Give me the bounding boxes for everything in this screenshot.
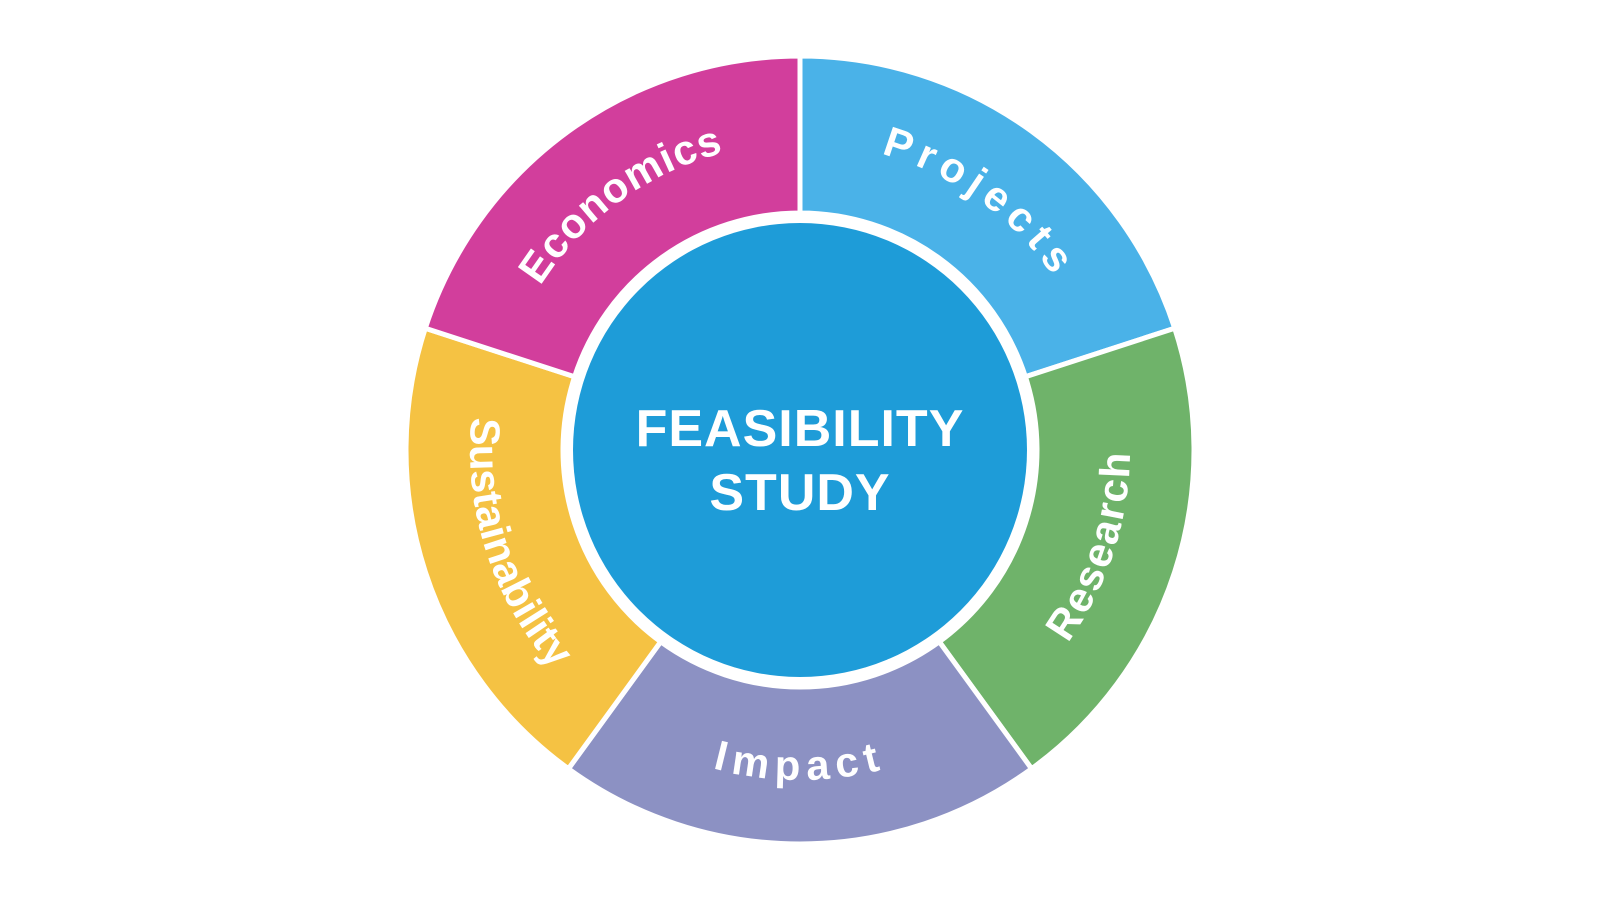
segment-projects — [797, 53, 1178, 380]
center-title-line2: STUDY — [709, 464, 890, 522]
segment-impact — [565, 639, 1035, 847]
segment-sustainability — [403, 325, 664, 772]
center-title-line1: FEASIBILITY — [636, 400, 965, 458]
segment-economics — [422, 53, 803, 380]
segment-research — [936, 325, 1197, 772]
center-circle — [573, 223, 1027, 677]
